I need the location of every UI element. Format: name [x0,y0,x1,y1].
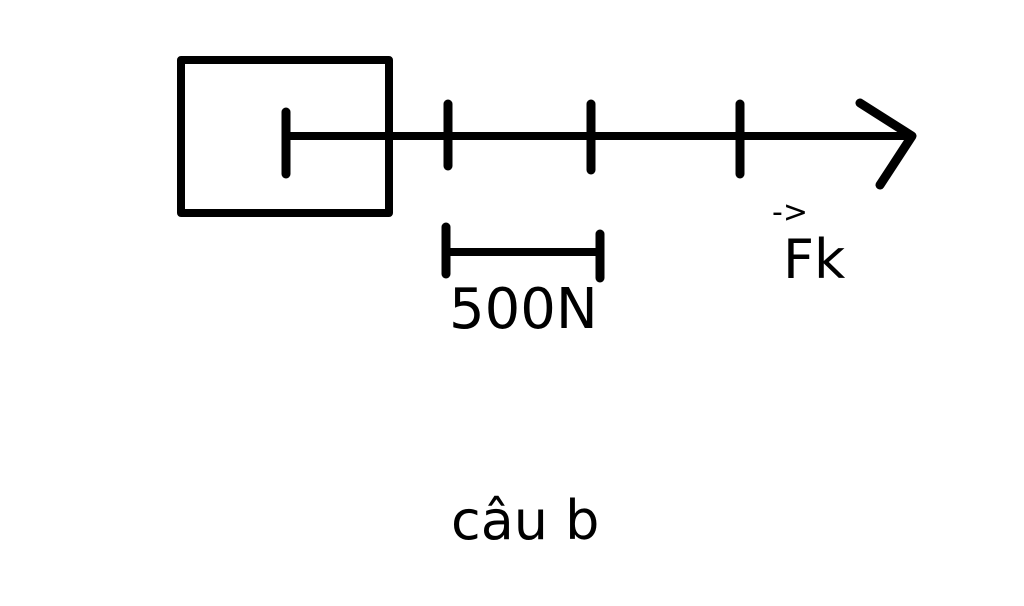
vector-arrow-symbol: -> [772,195,808,230]
caption: câu b [451,489,599,552]
force-vector-arrowhead [855,98,917,190]
scale-label: 500N [449,277,598,342]
force-label: Fk [783,228,846,291]
